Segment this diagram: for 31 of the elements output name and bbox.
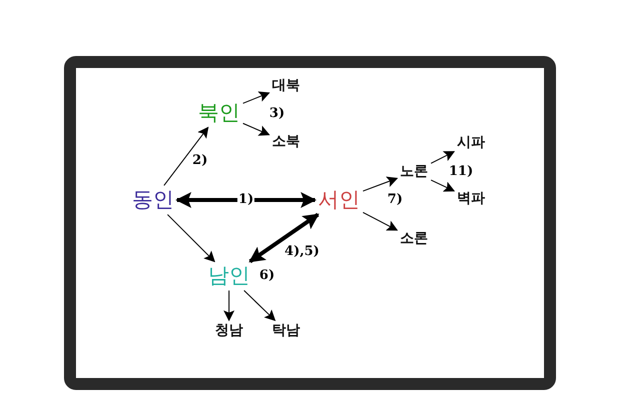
- faction-label: 북인: [198, 101, 240, 125]
- arrow: [242, 91, 270, 104]
- arrow: [242, 122, 270, 136]
- arrow: [244, 290, 276, 322]
- faction-label: 서인: [318, 188, 360, 212]
- arrow: [430, 180, 455, 192]
- subfaction-label: 청남: [215, 323, 243, 339]
- subfaction-label: 대북: [272, 78, 300, 94]
- arrow: [362, 212, 398, 231]
- subfaction-label: 소론: [400, 231, 428, 247]
- arrow: [167, 214, 216, 262]
- faction-label: 동인: [132, 188, 174, 212]
- arrow: [224, 290, 234, 322]
- subfaction-label: 탁남: [272, 323, 300, 339]
- arrow: [362, 176, 398, 192]
- arrow: [164, 126, 209, 186]
- subfaction-label: 벽파: [457, 191, 485, 207]
- arrow: [175, 192, 317, 208]
- arrow: [248, 212, 320, 264]
- note-number: 7): [386, 192, 404, 208]
- edge-label: 1): [237, 192, 255, 208]
- faction-label: 남인: [208, 264, 250, 288]
- edge-label: 2): [191, 153, 209, 168]
- subfaction-label: 노론: [400, 164, 428, 180]
- edge-label: 4),5): [284, 244, 320, 260]
- note-number: 6): [258, 268, 276, 284]
- note-number: 11): [448, 164, 474, 180]
- arrow: [430, 151, 455, 164]
- subfaction-label: 시파: [457, 135, 485, 151]
- subfaction-label: 소북: [272, 134, 300, 150]
- note-number: 3): [268, 106, 286, 122]
